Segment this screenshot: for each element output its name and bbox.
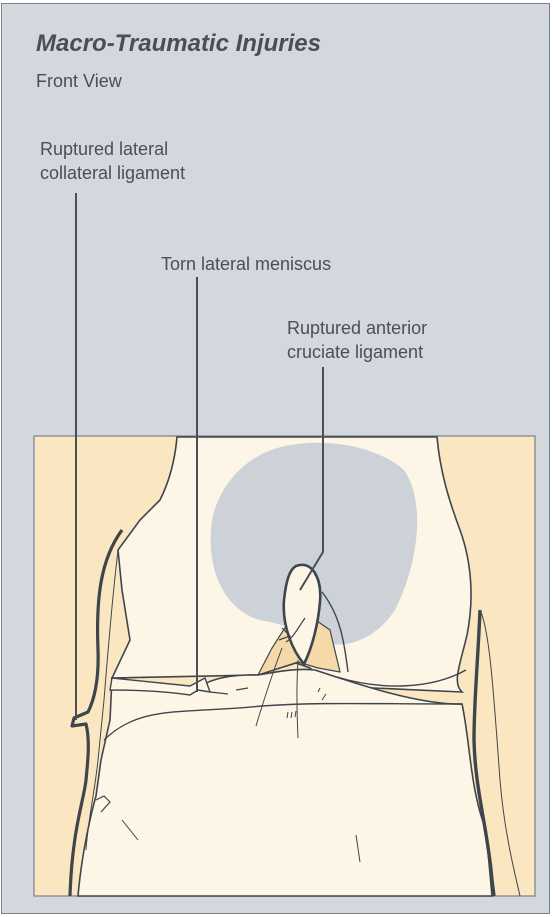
knee-diagram [0,0,553,917]
